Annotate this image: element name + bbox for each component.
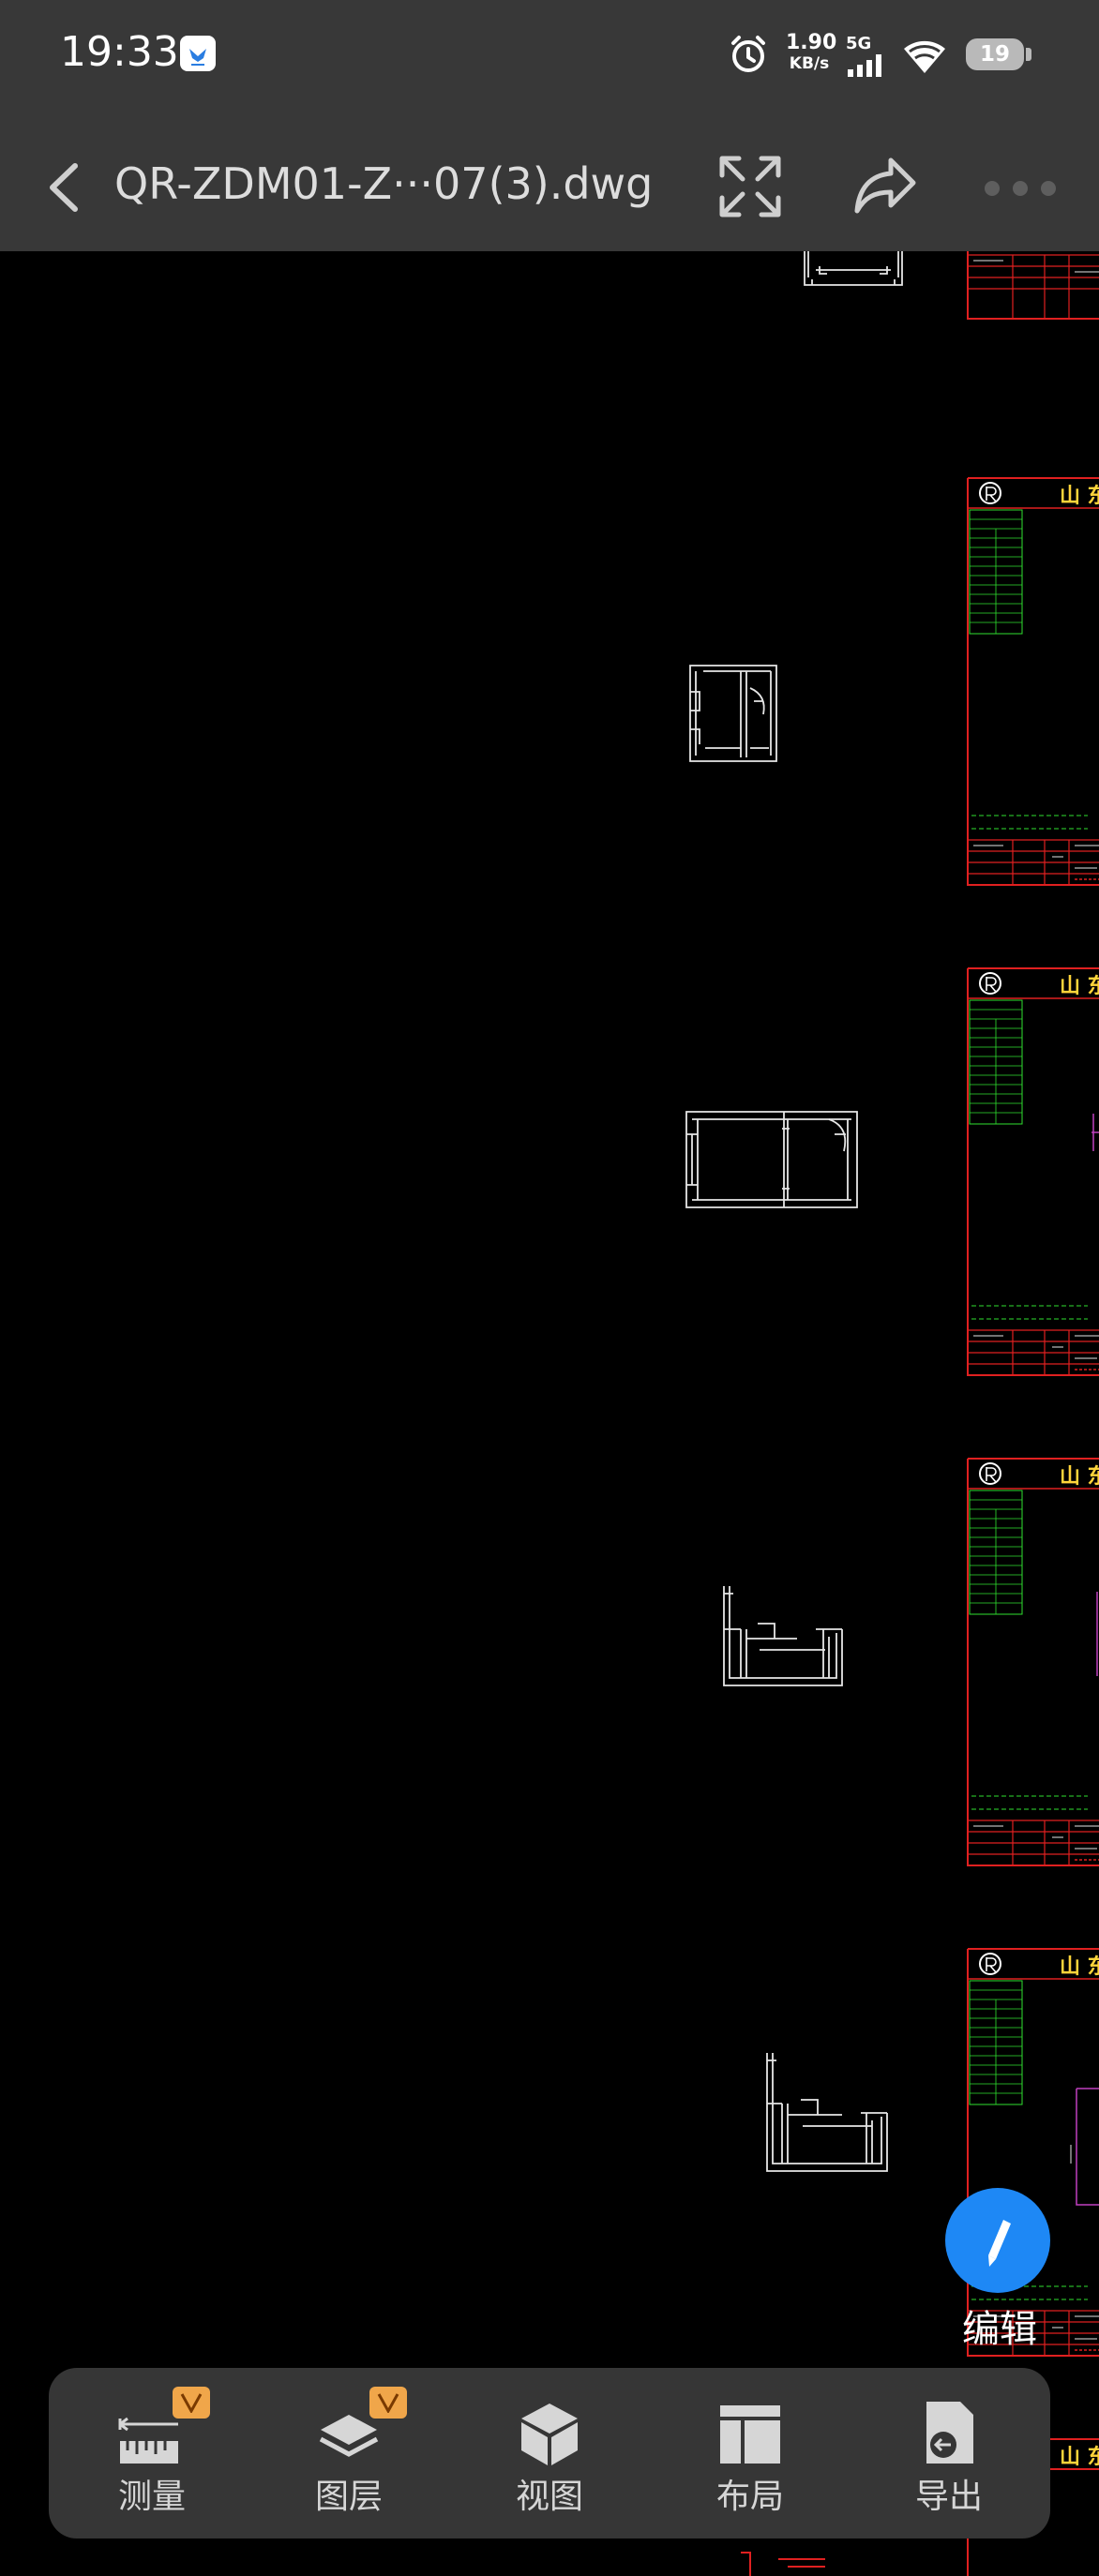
layout-icon	[720, 2405, 780, 2464]
share-icon	[854, 157, 916, 214]
bottom-toolbar: 测量 图层 视图 布局 导出	[49, 2368, 1050, 2539]
edit-button[interactable]	[945, 2188, 1050, 2293]
vip-badge	[173, 2387, 210, 2419]
app-notification-icon	[180, 36, 216, 71]
profile-drawing	[723, 1586, 843, 1686]
measure-button[interactable]: 测量	[77, 2368, 227, 2539]
more-button[interactable]	[975, 175, 1069, 203]
title-block-heading: 山 东	[1060, 1465, 1099, 1489]
alarm-icon	[728, 34, 769, 75]
clock: 19:33	[60, 28, 179, 76]
file-title: QR-ZDM01-Z···07(3).dwg	[114, 158, 654, 209]
profile-drawing	[804, 251, 903, 286]
profile-drawing	[685, 1111, 858, 1208]
profile-drawing	[766, 2053, 888, 2172]
export-button[interactable]: 导出	[874, 2368, 1024, 2539]
more-icon-dot	[1013, 181, 1028, 196]
title-block	[967, 967, 1099, 1376]
export-icon	[926, 2402, 973, 2464]
battery-level: 19	[979, 42, 1010, 67]
pencil-icon	[988, 2220, 1011, 2267]
ruler-icon	[118, 2417, 178, 2464]
layout-button[interactable]: 布局	[675, 2368, 825, 2539]
edit-label: 编辑	[962, 2308, 1037, 2351]
top-toolbar: QR-ZDM01-Z···07(3).dwg	[0, 117, 1099, 251]
view-label: 视图	[515, 2478, 583, 2516]
title-block-heading: 山 东	[1060, 1955, 1099, 1979]
measure-label: 测量	[117, 2478, 186, 2516]
export-label: 导出	[914, 2478, 983, 2516]
profile-drawing	[689, 665, 777, 762]
cube-icon	[521, 2404, 578, 2465]
more-icon	[985, 181, 1000, 196]
title-block-heading: 山 东	[1060, 975, 1099, 998]
title-block-heading: 山 东	[1060, 485, 1099, 508]
layout-label: 布局	[715, 2478, 784, 2516]
network-type: 5G	[846, 34, 872, 53]
battery-icon: 19	[966, 38, 1024, 70]
back-button[interactable]	[36, 155, 92, 220]
wifi-icon	[902, 37, 947, 75]
layers-icon	[319, 2415, 379, 2457]
layers-label: 图层	[314, 2478, 383, 2516]
fullscreen-icon	[719, 156, 781, 217]
battery-tip	[1026, 48, 1031, 61]
share-button[interactable]	[850, 151, 921, 222]
network-speed: 1.90 KB/s	[786, 31, 837, 75]
layers-button[interactable]: 图层	[274, 2368, 424, 2539]
signal-icon	[848, 54, 889, 77]
back-arrow-icon	[50, 163, 78, 212]
title-block	[967, 1948, 1099, 2357]
network-speed-value: 1.90	[786, 31, 837, 54]
fullscreen-button[interactable]	[715, 151, 786, 222]
status-bar: 19:33 1.90 KB/s 5G 19	[0, 0, 1099, 117]
title-block-heading: 山 东	[1060, 2446, 1099, 2469]
title-block	[967, 1458, 1099, 1866]
title-block	[967, 477, 1099, 886]
view-button[interactable]: 视图	[474, 2368, 625, 2539]
vip-badge	[369, 2387, 407, 2419]
title-block	[967, 251, 1099, 320]
cad-drawing-canvas[interactable]: 山 东 山 东 山 东 山 东 山 东	[0, 251, 1099, 2576]
more-icon-dot	[1041, 181, 1056, 196]
network-speed-unit: KB/s	[789, 54, 830, 73]
